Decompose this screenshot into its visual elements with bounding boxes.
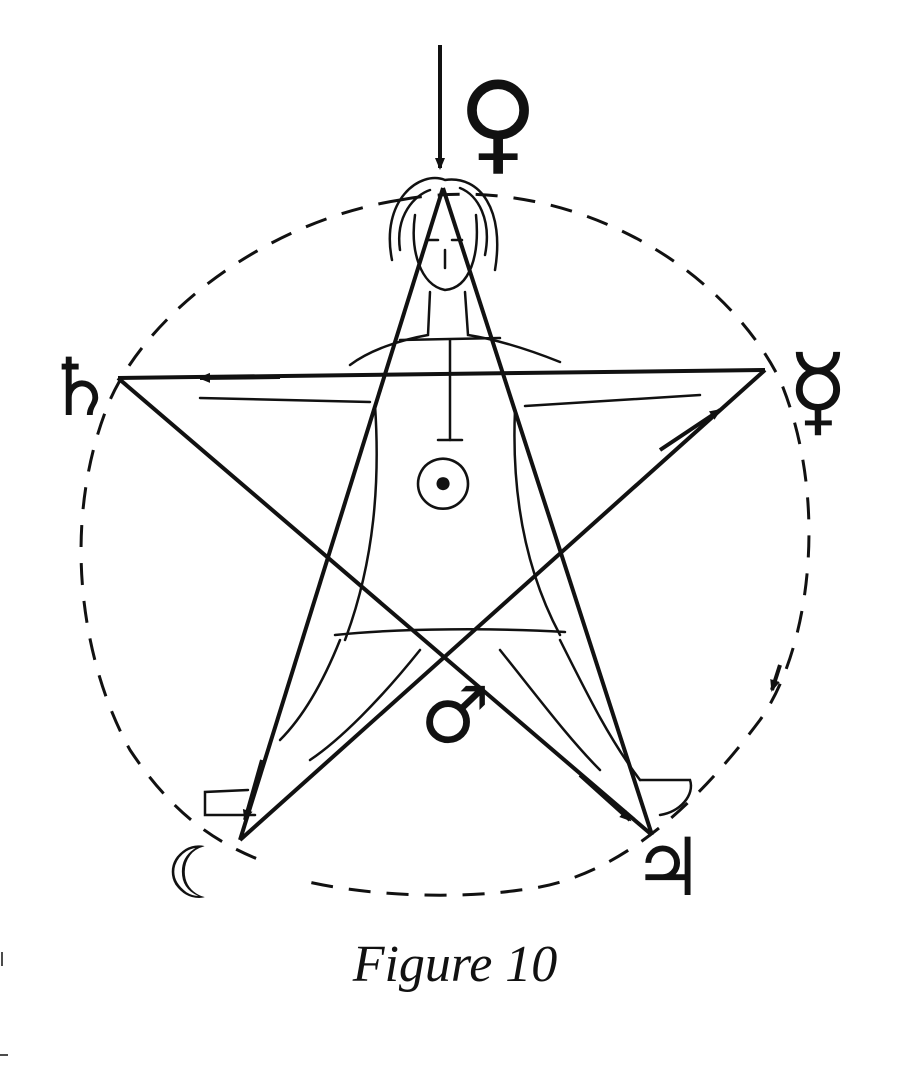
moon-symbol: ☾ (166, 831, 231, 915)
mars-symbol: ♂ (420, 671, 490, 761)
arrow-on-circle (770, 664, 782, 692)
figure-caption: Figure 10 (352, 936, 558, 993)
left-foot (203, 788, 257, 817)
right-arm (523, 393, 702, 408)
star-line-top-to-bottom-right (441, 187, 654, 836)
face (412, 213, 479, 292)
left-leg (278, 638, 342, 742)
saturn-symbol: ♄ (44, 341, 116, 434)
sun-symbol: ☉ (411, 443, 476, 527)
arrow-to-bottom-left (242, 759, 264, 822)
direction-arrows (198, 45, 782, 822)
hair (388, 177, 499, 272)
arrow-to-right-point (658, 408, 722, 452)
arrow-leftward (198, 372, 281, 383)
jupiter-symbol: ♃ (632, 821, 704, 914)
star-line-left-to-bottom-right (116, 376, 654, 837)
dashed-circle-left (79, 198, 401, 862)
human-figure (198, 177, 702, 817)
star-line-top-to-bottom-left (238, 187, 445, 841)
dashed-circle (299, 192, 811, 897)
venus-symbol: ♀ (458, 58, 539, 186)
arrow-to-bottom-right (578, 773, 632, 822)
planet-symbols: ♀ ♄ ☿ ☾ ♃ ☉ ♂ (44, 58, 849, 915)
right-foot (638, 778, 693, 817)
right-leg (558, 638, 642, 782)
left-arm (198, 396, 372, 404)
star-line-right-to-bottom-left (238, 368, 767, 842)
mercury-symbol: ☿ (787, 332, 848, 449)
